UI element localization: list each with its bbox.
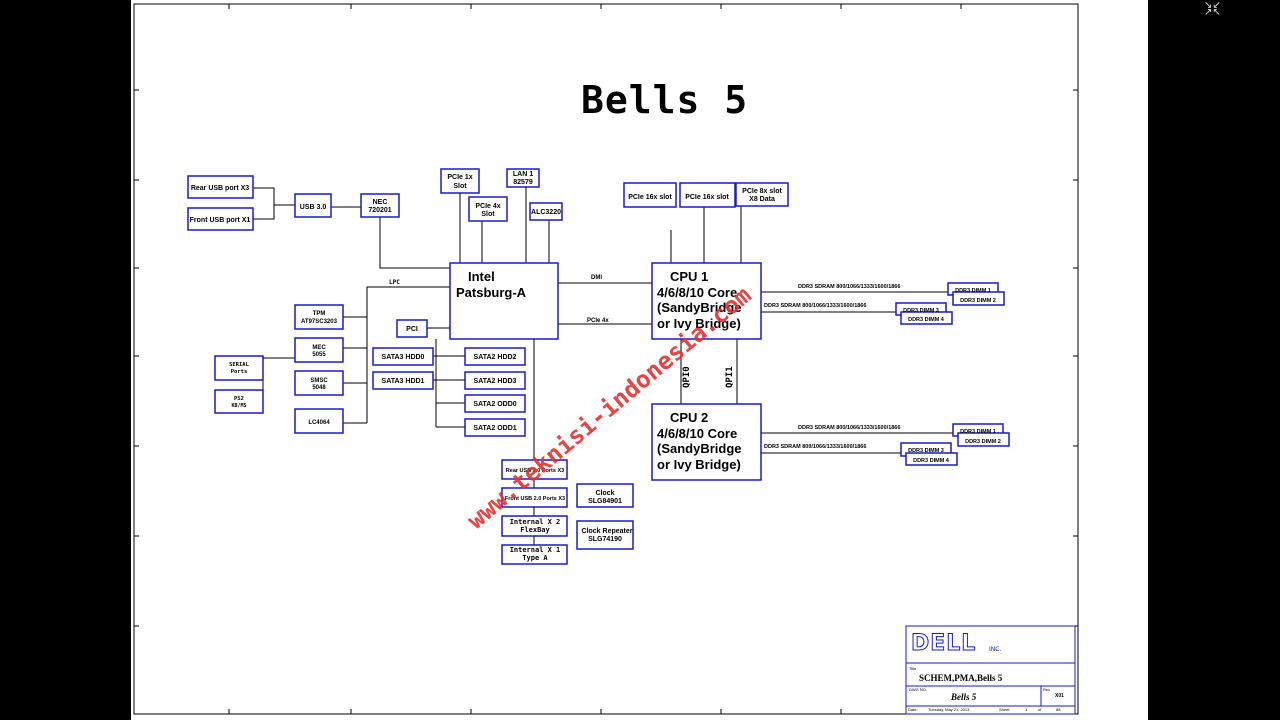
serial-ports-label: Ports: [231, 369, 248, 375]
sheet-field-value: 1: [1025, 707, 1028, 712]
type-a-label: Type A: [522, 554, 548, 562]
sata2-hdd2-label: SATA2 HDD2: [474, 354, 517, 361]
pcie4x-slot-label: Slot: [481, 211, 495, 218]
serial-label: SERIAL: [229, 362, 250, 368]
ps2-label: PS2: [234, 396, 244, 402]
date-field-label: Date:: [908, 707, 918, 712]
nec-part-label: 720201: [368, 207, 391, 214]
schematic-sheet: Rear USB port X3 Front USB port X1 USB 3…: [131, 0, 1148, 720]
cpu1-ddr3-label-a: DDR3 SDRAM 800/1066/1333/1600/1866: [798, 284, 900, 290]
blocks: [187, 168, 1010, 565]
clock-repeater-label: Clock Repeater: [582, 528, 633, 535]
cpu1-name-label: CPU 1: [670, 269, 708, 284]
cpu2-dimm4-label: DDR3 DIMM 4: [913, 458, 950, 464]
cpu2-dimm3-label: DDR3 DIMM 3: [908, 448, 944, 454]
mec-label: MEC: [312, 345, 326, 351]
pcie4x-label: PCIe 4x: [475, 203, 500, 210]
sata3-hdd0-label: SATA3 HDD0: [382, 354, 425, 361]
cpu2-ddr3-label-a: DDR3 SDRAM 800/1066/1333/1600/1866: [798, 425, 900, 431]
cpu2-dimm2-label: DDR3 DIMM 2: [965, 439, 1001, 445]
cpu1-dimm4-label: DDR3 DIMM 4: [908, 317, 945, 323]
lc-label: LC4064: [308, 420, 330, 426]
title-block: DELL INC. Title SCHEM,PMA,Bells 5 DWG NO…: [905, 625, 1076, 715]
cpu2-dimm1-label: DDR3 DIMM 1: [960, 429, 996, 435]
sata3-hdd1-label: SATA3 HDD1: [382, 378, 425, 385]
cpu1-dimm1-label: DDR3 DIMM 1: [955, 288, 991, 294]
tpm-part-label: AT97SC3203: [301, 319, 338, 325]
of-label: of: [1038, 707, 1042, 712]
rear-usb20-label: Rear USB 2.0 Ports X3: [506, 468, 564, 474]
cpu2-arch2-label: or Ivy Bridge): [657, 457, 741, 472]
block-diagram: Rear USB port X3 Front USB port X1 USB 3…: [133, 3, 1079, 715]
logo-suffix: INC.: [989, 646, 1001, 653]
date-field-value: Tuesday, May 21, 2013: [928, 707, 970, 712]
pcie16-b-label: PCIe 16x slot: [685, 194, 729, 201]
pcie1x-label: PCIe 1x: [447, 174, 472, 181]
lan-label: LAN 1: [513, 171, 533, 178]
pcie16-a-label: PCIe 16x slot: [628, 194, 672, 201]
tpm-label: TPM: [313, 311, 326, 317]
link-labels: LPC DMI PCIe 4x DDR3 SDRAM 800/1066/1333…: [389, 275, 900, 450]
rear-usb-port-label: Rear USB port X3: [191, 185, 249, 192]
cpu2-cores-label: 4/6/8/10 Core: [657, 426, 737, 441]
qpi1-label: QPI1: [725, 366, 735, 388]
cpu2-arch-label: (SandyBridge: [657, 441, 742, 456]
smsc-label: SMSC: [310, 378, 328, 384]
sata2-odd0-label: SATA2 ODD0: [473, 401, 516, 408]
cpu1-dimm2-label: DDR3 DIMM 2: [960, 298, 996, 304]
clock-label: Clock: [595, 490, 614, 497]
title-field-value: SCHEM,PMA,Bells 5: [919, 673, 1003, 683]
pch-part-label: Patsburg-A: [456, 285, 527, 300]
lpc-label: LPC: [389, 279, 400, 286]
qpi0-label: QPI0: [682, 366, 692, 388]
pci-label: PCI: [406, 326, 418, 333]
alc-label: ALC3220: [531, 209, 561, 216]
fullscreen-exit-icon[interactable]: ↘↙↗↖: [1204, 0, 1221, 18]
sata2-odd1-label: SATA2 ODD1: [473, 425, 516, 432]
pch-label: Intel: [468, 269, 495, 284]
cpu2-name-label: CPU 2: [670, 410, 708, 425]
dwg-field-value: Bells 5: [950, 692, 977, 702]
pcie8-data-label: X8 Data: [749, 196, 775, 203]
dell-logo: DELL: [911, 631, 976, 656]
pcie8-label: PCIe 8x slot: [742, 188, 782, 195]
cpu1-cores-label: 4/6/8/10 Core: [657, 285, 737, 300]
lan-part-label: 82579: [513, 179, 533, 186]
dwg-field-label: DWG NO.: [909, 687, 927, 692]
cpu2-ddr3-label-b: DDR3 SDRAM 800/1066/1333/1600/1866: [764, 444, 866, 450]
block-labels: Rear USB port X3 Front USB port X1 USB 3…: [190, 171, 1001, 562]
usb30-label: USB 3.0: [300, 204, 327, 211]
clock-part-label: SLG84901: [588, 498, 622, 505]
sheet-total-value: 88: [1056, 707, 1061, 712]
smsc-part-label: 5048: [312, 385, 326, 391]
dmi-label: DMI: [591, 275, 602, 281]
ps2-kbms-label: KB/MS: [231, 403, 246, 409]
front-usb20-label: Front USB 2.0 Ports X3: [505, 496, 565, 502]
pcie4x-link-label: PCIe 4x: [587, 318, 609, 324]
cpu1-ddr3-label-b: DDR3 SDRAM 800/1066/1333/1600/1866: [764, 303, 866, 309]
pcie1x-slot-label: Slot: [453, 183, 467, 190]
cpu1-arch-label: (SandyBridge: [657, 300, 742, 315]
clock-repeater-part-label: SLG74190: [588, 536, 622, 543]
nec-label: NEC: [373, 199, 388, 206]
cpu1-arch2-label: or Ivy Bridge): [657, 316, 741, 331]
flexbay-label: FlexBay: [520, 526, 550, 534]
rev-field-value: X01: [1055, 693, 1064, 699]
sheet-field-label: Sheet: [999, 707, 1010, 712]
front-usb-port-label: Front USB port X1: [190, 217, 251, 224]
internal-x1-label: Internal X 1: [510, 546, 561, 554]
sheet-border: [133, 3, 1079, 715]
diagram-title: Bells 5: [581, 78, 749, 122]
sata2-hdd3-label: SATA2 HDD3: [474, 378, 517, 385]
connection-lines: [253, 187, 953, 562]
internal-x2-label: Internal X 2: [510, 518, 561, 526]
cpu1-dimm3-label: DDR3 DIMM 3: [903, 308, 939, 314]
title-field-label: Title: [909, 666, 917, 671]
rev-field-label: Rev: [1043, 687, 1050, 692]
mec-part-label: 5055: [312, 352, 326, 358]
